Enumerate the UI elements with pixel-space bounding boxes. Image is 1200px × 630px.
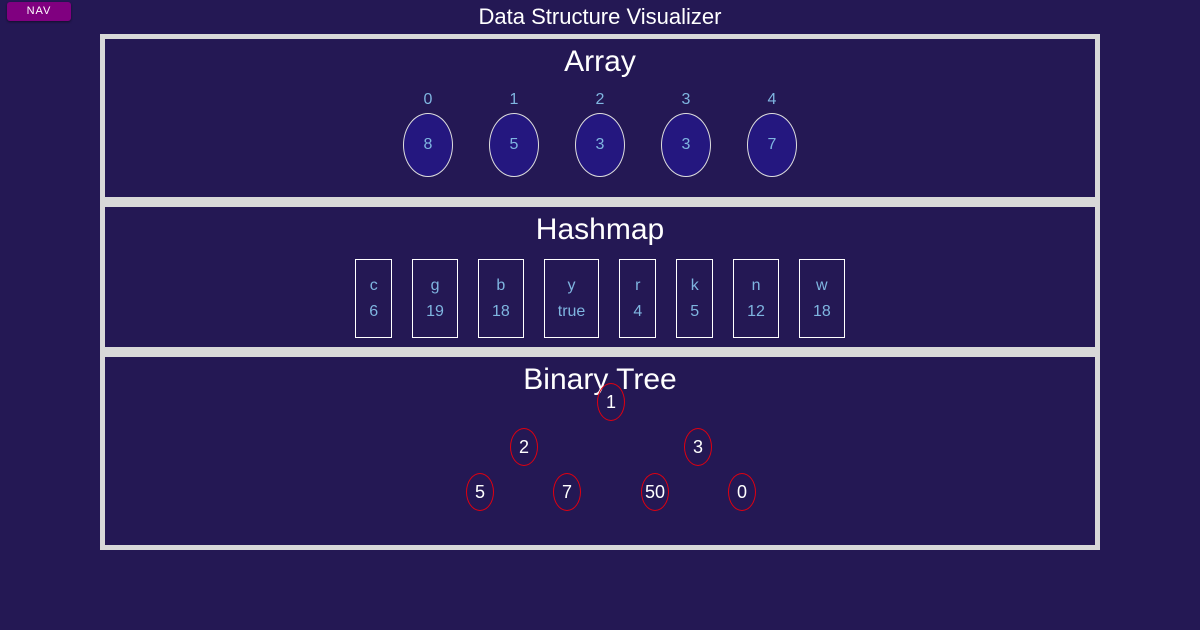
nav-button[interactable]: NAV: [7, 2, 71, 21]
array-value-node: 3: [661, 113, 711, 177]
hashmap-entry: y true: [543, 259, 600, 338]
array-index: 1: [509, 91, 519, 108]
page-title: Data Structure Visualizer: [478, 4, 722, 29]
hashmap-key: y: [567, 276, 576, 294]
array-index: 0: [423, 91, 433, 108]
hashmap-value: 5: [690, 302, 700, 320]
array-value-node: 7: [747, 113, 797, 177]
hashmap-entry: g 19: [412, 259, 458, 338]
tree-node: 2: [510, 428, 538, 466]
hashmap-entry: n 12: [733, 259, 779, 338]
tree-node: 1: [597, 383, 625, 421]
array-index: 4: [767, 91, 777, 108]
hashmap-key: c: [369, 276, 378, 294]
hashmap-key: n: [751, 276, 761, 294]
hashmap-value: 12: [747, 302, 765, 320]
array-index: 2: [595, 91, 605, 108]
hashmap-value: 18: [491, 302, 510, 320]
array-title: Array: [564, 45, 636, 78]
tree-node: 5: [466, 473, 494, 511]
hashmap-title: Hashmap: [535, 213, 665, 246]
hashmap-value: 19: [426, 302, 444, 320]
hashmap-entry: w 18: [798, 259, 845, 338]
hashmap-value: 4: [633, 302, 643, 320]
array-value-node: 5: [489, 113, 539, 177]
array-value-node: 3: [575, 113, 625, 177]
hashmap-entry: b 18: [477, 259, 524, 338]
tree-node: 7: [553, 473, 581, 511]
hashmap-key: g: [430, 276, 440, 294]
hashmap-value: true: [557, 302, 586, 320]
tree-node: 50: [641, 473, 669, 511]
hashmap-value: 6: [369, 302, 379, 320]
hashmap-key: r: [635, 276, 641, 294]
tree-node: 0: [728, 473, 756, 511]
hashmap-key: k: [690, 276, 699, 294]
hashmap-key: w: [816, 276, 828, 294]
array-index: 3: [681, 91, 691, 108]
array-value-node: 8: [403, 113, 453, 177]
hashmap-value: 18: [812, 302, 831, 320]
tree-node: 3: [684, 428, 712, 466]
hashmap-key: b: [496, 276, 506, 294]
